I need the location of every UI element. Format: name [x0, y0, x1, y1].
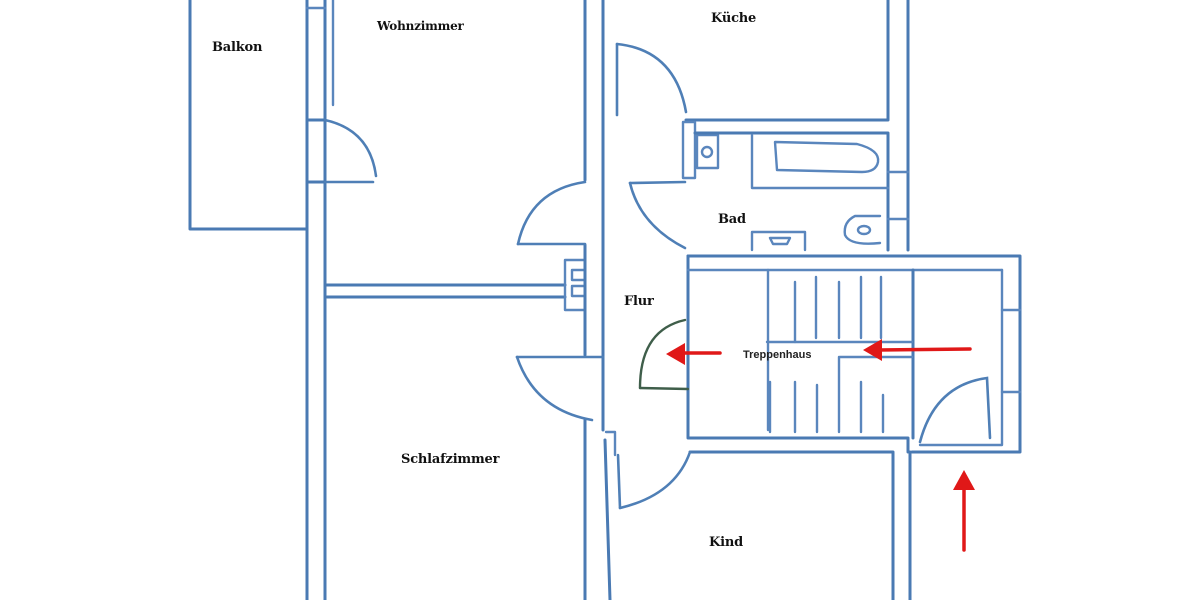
bad-walls	[681, 120, 890, 252]
flur-west-wall	[583, 0, 612, 600]
stairs	[765, 268, 914, 434]
treppenhaus-walls	[686, 254, 1022, 454]
sink	[750, 230, 807, 252]
room-label-flur: Flur	[624, 294, 654, 309]
wohnzimmer-schlafzimmer-wall	[323, 283, 567, 299]
wohnzimmer-door	[516, 180, 587, 246]
bad-door	[628, 180, 687, 250]
schlafzimmer-door	[515, 355, 605, 422]
shaft-left	[563, 258, 587, 312]
room-label-kind: Kind	[709, 535, 743, 550]
bad-side-ticks	[886, 170, 910, 221]
room-label-bad: Bad	[718, 212, 746, 227]
kind-door	[604, 430, 692, 510]
arrow-into-flur	[666, 343, 722, 365]
toilet	[843, 214, 882, 245]
kind-walls	[688, 450, 912, 600]
outer-left-wall	[305, 0, 335, 600]
bathtub	[750, 133, 890, 190]
arrow-entrance	[953, 470, 975, 552]
room-label-schlafzimmer: Schlafzimmer	[401, 452, 500, 467]
room-label-kueche: Küche	[711, 11, 757, 26]
kueche-walls	[684, 0, 910, 252]
flur-entry-door	[638, 318, 690, 391]
arrow-treppenhaus	[863, 339, 972, 361]
room-label-treppenhaus: Treppenhaus	[743, 349, 812, 361]
room-label-balkon: Balkon	[212, 40, 263, 55]
kueche-door	[615, 42, 688, 117]
entrance-door	[918, 376, 992, 444]
balcony-door	[305, 118, 378, 184]
balkon-outline	[188, 0, 309, 231]
room-label-wohnzimmer: Wohnzimmer	[377, 19, 464, 33]
